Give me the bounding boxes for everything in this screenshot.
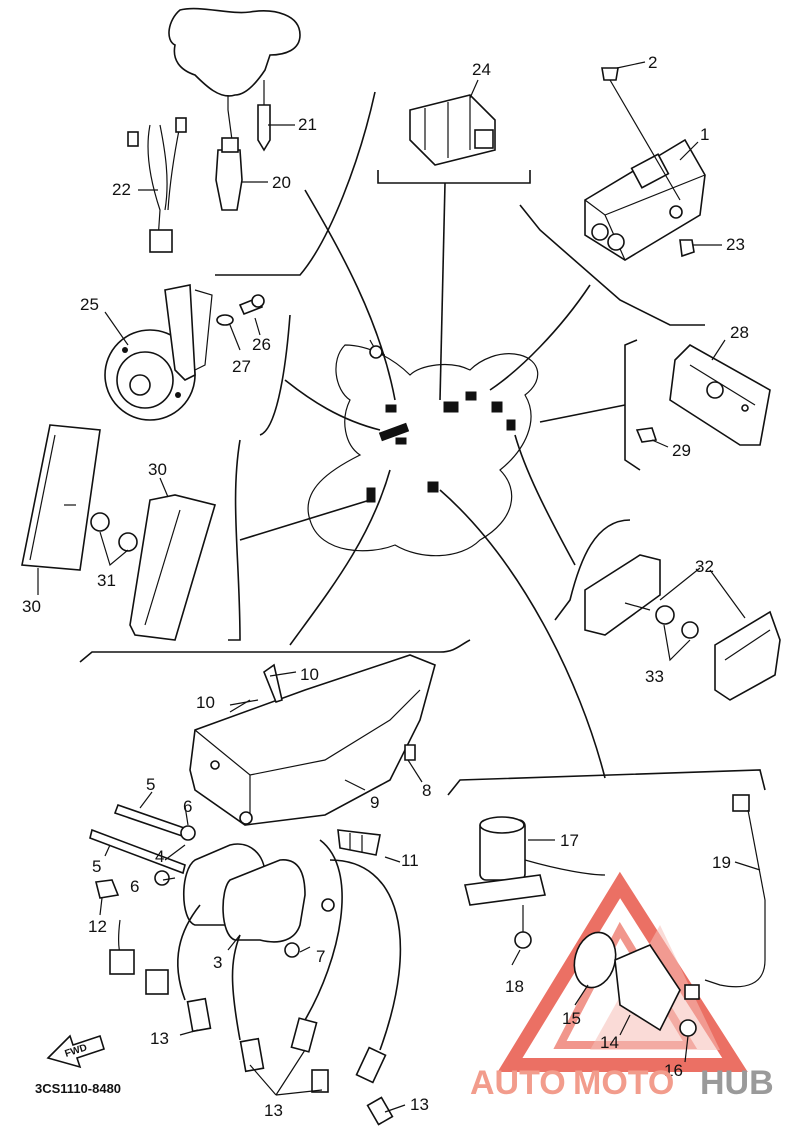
callout-33: 33: [645, 667, 664, 686]
watermark-auto: AUTO: [470, 1064, 566, 1102]
callout-16: 16: [664, 1061, 683, 1080]
callout-22: 22: [112, 180, 131, 199]
callout-14: 14: [600, 1033, 619, 1052]
side-reflectors: [21, 424, 217, 641]
callout-2: 2: [648, 53, 657, 72]
callout-4: 4: [155, 847, 164, 866]
callout-5b: 5: [92, 857, 101, 876]
ignition-coils: [89, 803, 381, 995]
callout-9: 9: [370, 793, 379, 812]
callout-15: 15: [562, 1009, 581, 1028]
front-reflectors: [584, 554, 781, 701]
callout-6a: 6: [183, 797, 192, 816]
callout-13a: 13: [150, 1029, 169, 1048]
sensor-group: [464, 794, 766, 1037]
callout-19: 19: [712, 853, 731, 872]
callout-3: 3: [213, 953, 222, 972]
callout-13b: 13: [264, 1101, 283, 1120]
callout-21: 21: [298, 115, 317, 134]
callout-26: 26: [252, 335, 271, 354]
watermark-text: AUTO MOTO HUB: [470, 1064, 774, 1102]
switch-assembly: [127, 7, 301, 253]
callout-5a: 5: [146, 775, 155, 794]
callout-32: 32: [695, 557, 714, 576]
callout-27: 27: [232, 357, 251, 376]
callout-29: 29: [672, 441, 691, 460]
callout-30a: 30: [148, 460, 167, 479]
battery-cover: [189, 654, 436, 826]
callout-11: 11: [401, 851, 419, 870]
watermark-hub: HUB: [700, 1064, 774, 1102]
watermark-moto: MOTO: [573, 1064, 674, 1102]
callout-12: 12: [88, 917, 107, 936]
callout-7: 7: [316, 947, 325, 966]
callout-leaders: [37, 61, 761, 1113]
callout-10a: 10: [300, 665, 319, 684]
horn: [104, 284, 265, 421]
callout-17: 17: [560, 831, 579, 850]
callout-30b: 30: [22, 597, 41, 616]
callout-18: 18: [505, 977, 524, 996]
callout-10b: 10: [196, 693, 215, 712]
callout-13c: 13: [410, 1095, 429, 1114]
callout-25: 25: [80, 295, 99, 314]
relay-unit: [409, 94, 496, 166]
leader-lines: [79, 91, 766, 796]
callout-31: 31: [97, 571, 116, 590]
ht-leads: [177, 839, 402, 1126]
part-code: 3CS1110-8480: [35, 1081, 121, 1096]
cdi-unit: [584, 67, 706, 261]
callout-23: 23: [726, 235, 745, 254]
rear-reflector: [635, 344, 771, 446]
frame-outline: [307, 339, 539, 557]
callout-28: 28: [730, 323, 749, 342]
callout-24: 24: [472, 60, 491, 79]
forward-arrow-icon: FWD: [46, 1034, 105, 1069]
callout-numbers: 1 2 3 4 5 5 6 6 7 8 9 10 10 11 12 13 13 …: [22, 53, 749, 1120]
callout-6b: 6: [130, 877, 139, 896]
callout-20: 20: [272, 173, 291, 192]
callout-8: 8: [422, 781, 431, 800]
callout-1: 1: [700, 125, 709, 144]
